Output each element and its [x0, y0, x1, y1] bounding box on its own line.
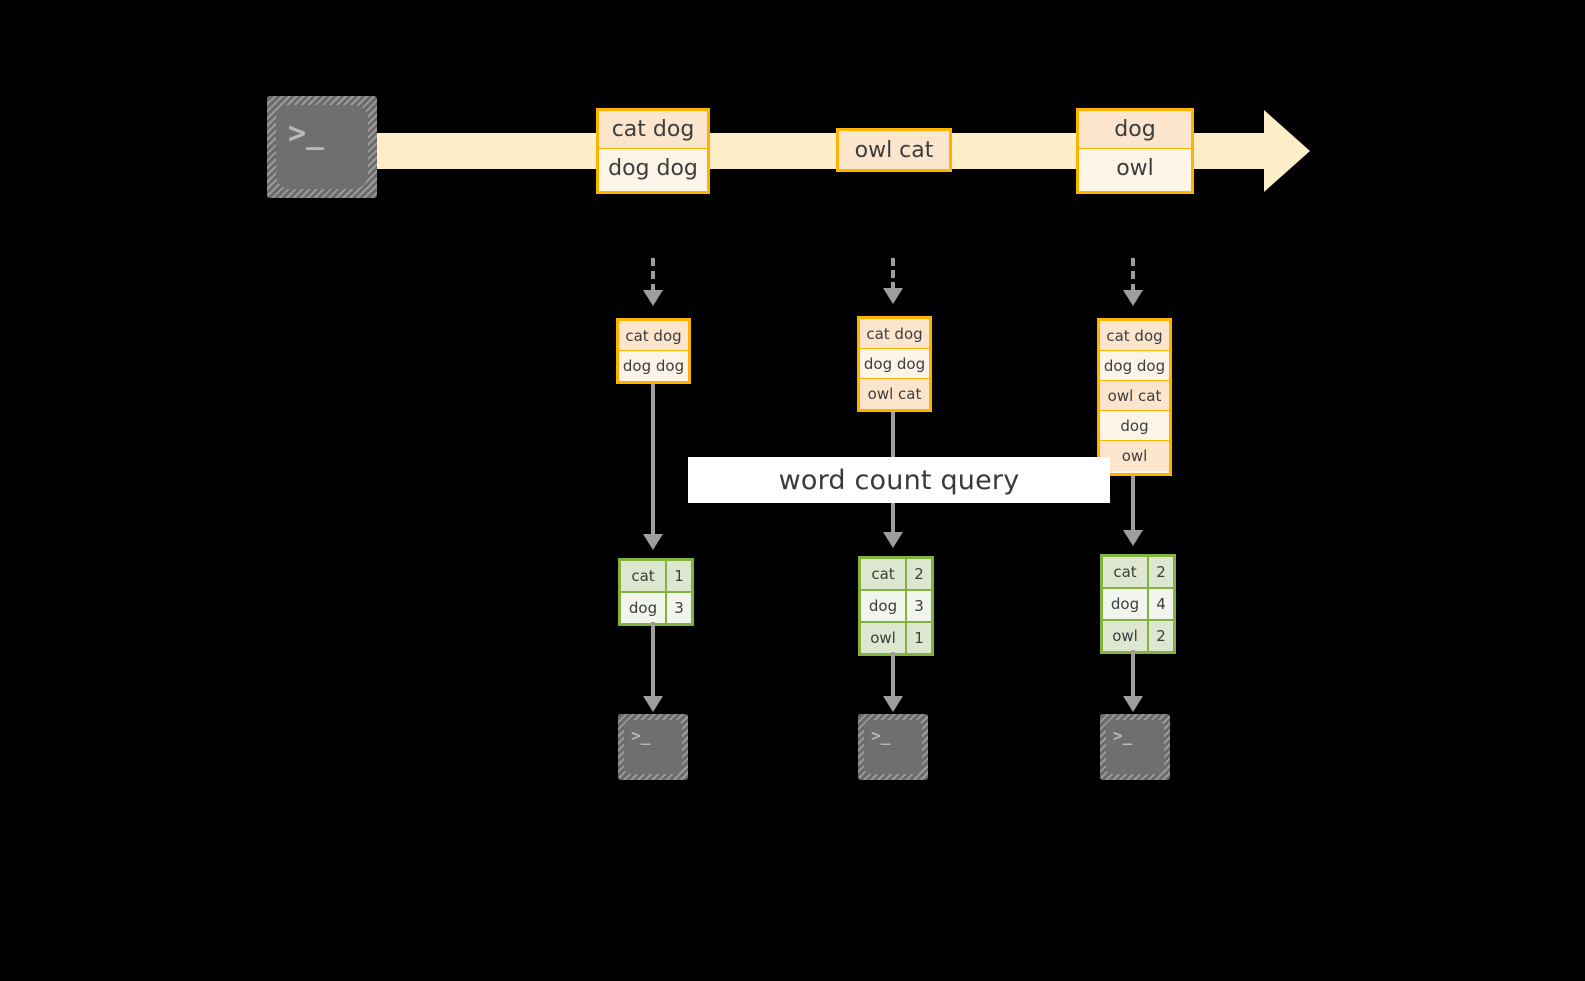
result-count: 2: [1149, 621, 1173, 651]
record-line: cat dog: [1100, 321, 1169, 351]
record-line: owl cat: [860, 379, 929, 409]
record-line: owl cat: [839, 131, 949, 169]
result-word: dog: [861, 591, 907, 621]
record-line: cat dog: [619, 321, 688, 351]
snapshot-1-records: cat dog dog dog: [616, 318, 691, 384]
result-count: 2: [907, 559, 931, 589]
terminal-prompt-glyph: >_: [288, 116, 325, 151]
snapshot-3-dashed-arrow-head-icon: [1123, 290, 1143, 306]
terminal-screen: >_: [1106, 720, 1164, 774]
table-row: cat 2: [861, 559, 931, 591]
table-row: dog 3: [861, 591, 931, 623]
result-word: owl: [861, 623, 907, 653]
terminal-screen: >_: [276, 105, 368, 189]
result-word: dog: [621, 593, 667, 623]
snapshot-1-sink-connector: [651, 622, 655, 698]
snapshot-3-result-table: cat 2 dog 4 owl 2: [1100, 554, 1176, 654]
snapshot-2-sink-connector: [891, 652, 895, 698]
terminal-prompt-glyph: >_: [631, 726, 651, 745]
snapshot-3-sink-terminal-icon: >_: [1100, 714, 1170, 780]
snapshot-2-result-table: cat 2 dog 3 owl 1: [858, 556, 934, 656]
query-label: word count query: [778, 464, 1020, 496]
table-row: cat 2: [1103, 557, 1173, 589]
record-line: owl: [1100, 441, 1169, 471]
terminal-screen: >_: [864, 720, 922, 774]
result-word: owl: [1103, 621, 1149, 651]
result-count: 2: [1149, 557, 1173, 587]
record-line: dog dog: [599, 149, 707, 187]
snapshot-2-sink-terminal-icon: >_: [858, 714, 928, 780]
snapshot-3-query-connector: [1131, 476, 1135, 532]
stream-record-2: owl cat: [836, 128, 952, 172]
snapshot-1-query-connector: [651, 384, 655, 536]
result-count: 3: [667, 593, 691, 623]
result-word: dog: [1103, 589, 1149, 619]
snapshot-2-records: cat dog dog dog owl cat: [857, 316, 932, 412]
snapshot-1-sink-arrow-head-icon: [643, 696, 663, 712]
snapshot-1-result-table: cat 1 dog 3: [618, 558, 694, 626]
terminal-prompt-glyph: >_: [871, 726, 891, 745]
result-word: cat: [1103, 557, 1149, 587]
record-line: dog dog: [619, 351, 688, 381]
record-line: owl: [1079, 149, 1191, 187]
stream-record-1: cat dog dog dog: [596, 108, 710, 194]
record-line: cat dog: [860, 319, 929, 349]
snapshot-1-query-arrow-head-icon: [643, 534, 663, 550]
stream-record-3: dog owl: [1076, 108, 1194, 194]
record-line: dog dog: [860, 349, 929, 379]
snapshot-2-sink-arrow-head-icon: [883, 696, 903, 712]
table-row: cat 1: [621, 561, 691, 593]
result-word: cat: [861, 559, 907, 589]
terminal-screen: >_: [624, 720, 682, 774]
table-row: owl 1: [861, 623, 931, 653]
source-terminal-icon: >_: [267, 96, 377, 198]
result-word: cat: [621, 561, 667, 591]
result-count: 1: [667, 561, 691, 591]
record-line: dog: [1079, 111, 1191, 149]
snapshot-3-query-arrow-head-icon: [1123, 530, 1143, 546]
snapshot-3-sink-connector: [1131, 650, 1135, 698]
result-count: 3: [907, 591, 931, 621]
snapshot-1-dashed-connector: [651, 258, 655, 292]
snapshot-2-query-arrow-head-icon: [883, 532, 903, 548]
stream-arrow-head-icon: [1264, 110, 1310, 192]
record-line: cat dog: [599, 111, 707, 149]
table-row: owl 2: [1103, 621, 1173, 651]
record-line: dog dog: [1100, 351, 1169, 381]
result-count: 4: [1149, 589, 1173, 619]
result-count: 1: [907, 623, 931, 653]
snapshot-2-dashed-connector: [891, 258, 895, 290]
snapshot-2-dashed-arrow-head-icon: [883, 288, 903, 304]
table-row: dog 4: [1103, 589, 1173, 621]
snapshot-1-dashed-arrow-head-icon: [643, 290, 663, 306]
record-line: dog: [1100, 411, 1169, 441]
snapshot-3-records: cat dog dog dog owl cat dog owl: [1097, 318, 1172, 476]
snapshot-1-sink-terminal-icon: >_: [618, 714, 688, 780]
record-line: owl cat: [1100, 381, 1169, 411]
query-banner: word count query: [688, 457, 1110, 503]
snapshot-3-sink-arrow-head-icon: [1123, 696, 1143, 712]
terminal-prompt-glyph: >_: [1113, 726, 1133, 745]
snapshot-3-dashed-connector: [1131, 258, 1135, 292]
table-row: dog 3: [621, 593, 691, 623]
